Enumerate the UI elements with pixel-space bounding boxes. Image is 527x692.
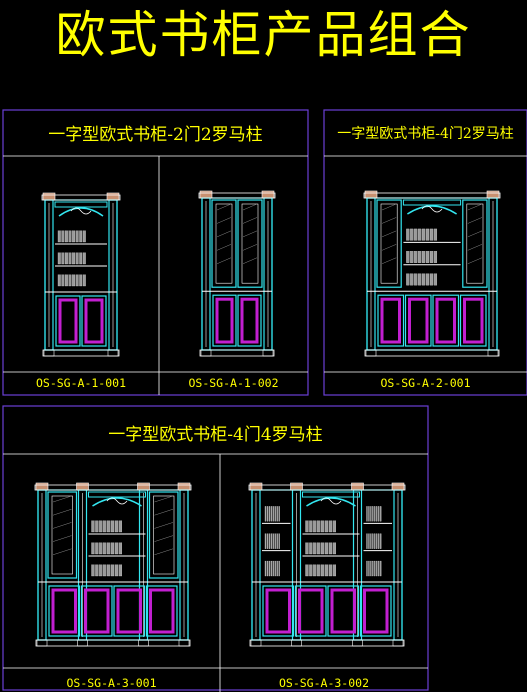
section-frame-1 <box>2 109 309 396</box>
cabinet-drawing <box>248 482 406 647</box>
cabinet-drawing <box>198 190 276 357</box>
code-label: OS-SG-A-1-002 <box>188 376 279 390</box>
cabinet-drawing <box>34 482 192 647</box>
page-title: 欧式书柜产品组合 <box>55 6 472 64</box>
code-label: OS-SG-A-3-001 <box>66 676 157 690</box>
section-title-4door-4col: 一字型欧式书柜-4门4罗马柱 <box>108 425 323 445</box>
section-title-2door: 一字型欧式书柜-2门2罗马柱 <box>48 125 263 145</box>
code-label: OS-SG-A-3-002 <box>278 676 369 690</box>
cabinet-drawing <box>363 190 501 357</box>
section-title-4door-2col: 一字型欧式书柜-4门2罗马柱 <box>337 126 514 142</box>
section-frame-2 <box>323 109 527 396</box>
cabinet-drawing <box>41 192 121 357</box>
code-label: OS-SG-A-2-001 <box>380 376 471 390</box>
section-frame-3 <box>2 405 429 691</box>
code-label: OS-SG-A-1-001 <box>35 376 126 390</box>
